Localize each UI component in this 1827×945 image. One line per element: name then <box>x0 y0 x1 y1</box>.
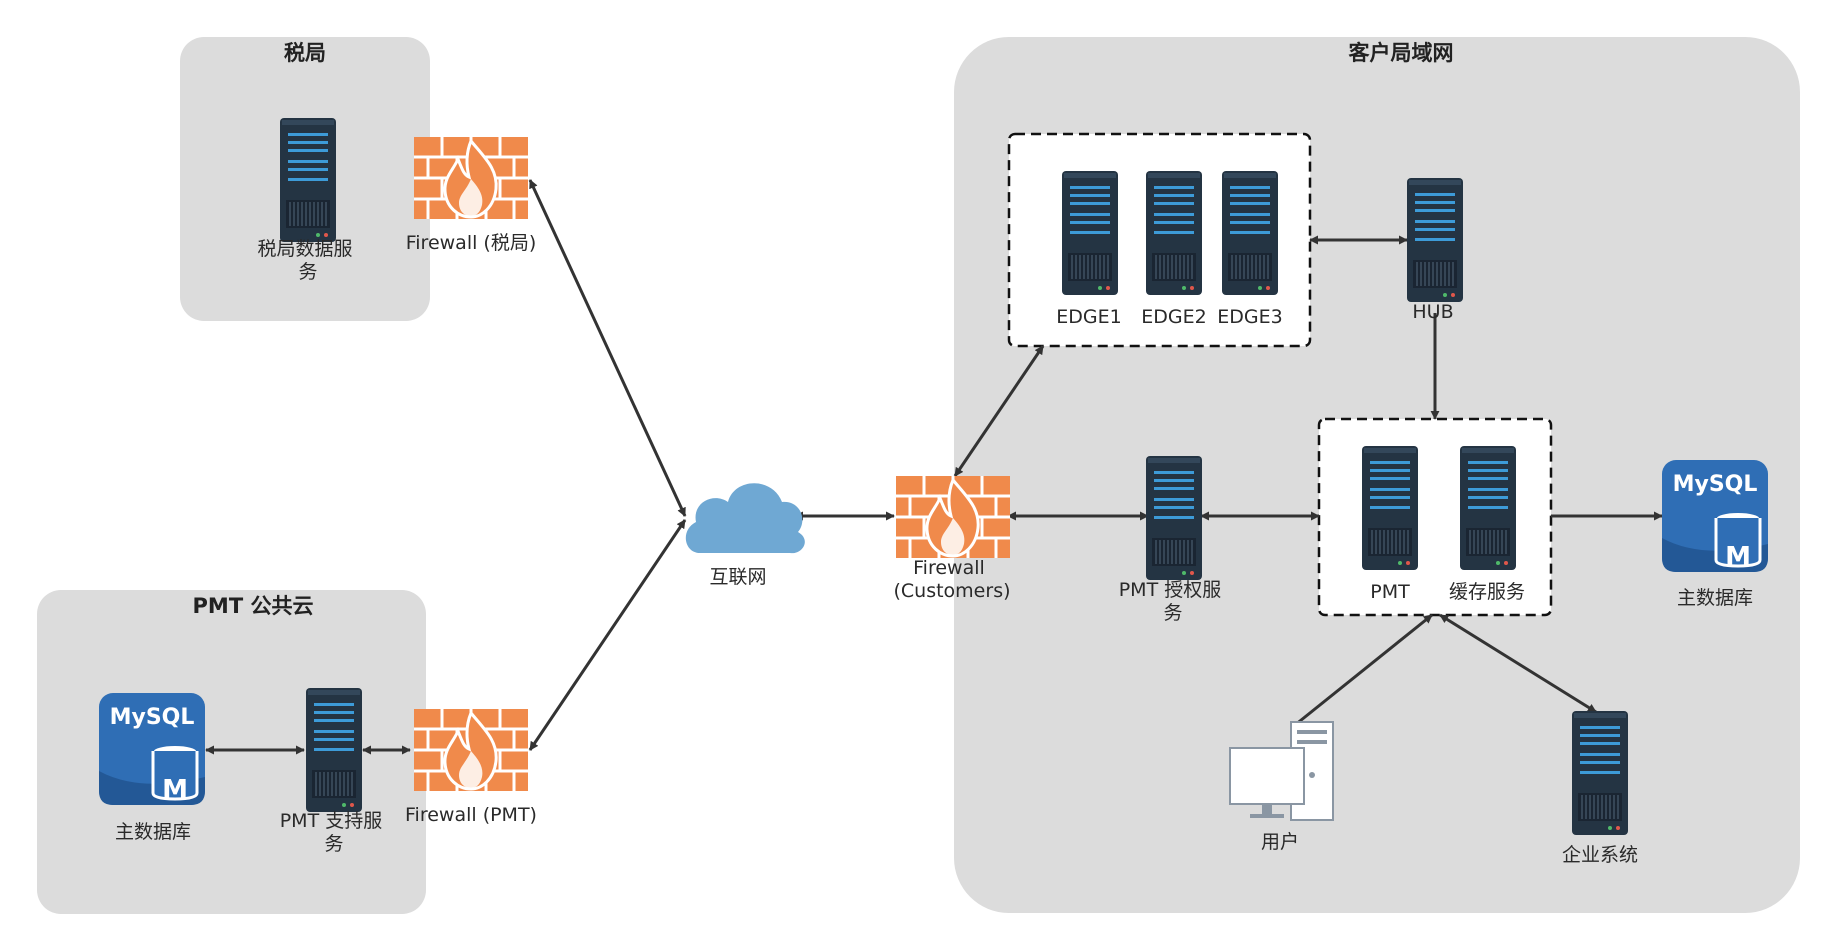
edge3-server-icon <box>1221 170 1279 296</box>
user-label: 用户 <box>1261 831 1299 853</box>
cloud-icon <box>685 483 805 554</box>
edge-user-pmt-cluster <box>1294 613 1433 727</box>
pmt-support-service-label: PMT 支持服 务 <box>280 810 389 855</box>
mysql-lan-label: 主数据库 <box>1677 587 1753 609</box>
hub-server-icon <box>1406 177 1464 303</box>
mysql-cloud-label: 主数据库 <box>115 821 191 843</box>
mysql-cloud-letter: M <box>162 775 188 805</box>
group-title-pmt-cloud: PMT 公共云 <box>193 594 314 618</box>
cache-server-icon <box>1459 445 1517 571</box>
firewall-pmt-icon <box>412 707 530 793</box>
pmt-support-server-icon <box>305 687 363 813</box>
edge-firewall-tax-internet <box>528 179 687 517</box>
edge1-label: EDGE1 <box>1056 306 1121 328</box>
mysql-lan-wordmark: MySQL <box>1673 472 1758 497</box>
tax-data-server-icon <box>279 117 337 243</box>
firewall-customers-icon <box>894 474 1012 560</box>
desktop-computer-icon <box>1229 721 1334 821</box>
firewall-tax-icon <box>412 135 530 221</box>
group-pmt-public-cloud: PMT 公共云 <box>37 590 426 914</box>
firewall-pmt-label: Firewall (PMT) <box>405 804 537 826</box>
hub-label: HUB <box>1412 301 1453 323</box>
pmt-server-icon <box>1361 445 1419 571</box>
enterprise-system-server-icon <box>1571 710 1629 836</box>
connections <box>205 179 1663 755</box>
mysql-cloud-wordmark: MySQL <box>110 705 195 730</box>
edge3-label: EDGE3 <box>1217 306 1282 328</box>
pmt-label: PMT <box>1370 581 1410 603</box>
mysql-lan-letter: M <box>1725 542 1751 572</box>
tax-data-service-label: 税局数据服 务 <box>257 238 358 283</box>
edge2-label: EDGE2 <box>1141 306 1206 328</box>
firewall-tax-label: Firewall (税局) <box>406 232 537 254</box>
pmt-auth-server-icon <box>1145 455 1203 581</box>
edge1-server-icon <box>1061 170 1119 296</box>
internet-label: 互联网 <box>709 566 766 588</box>
edge2-server-icon <box>1145 170 1203 296</box>
edge-firewall-customers-edge <box>953 345 1045 477</box>
edge-pmt-cluster-enterprise <box>1439 613 1597 714</box>
enterprise-system-label: 企业系统 <box>1562 844 1638 866</box>
group-title-tax-bureau: 税局 <box>284 41 326 65</box>
group-title-customer-lan: 客户局域网 <box>1349 41 1454 65</box>
pmt-auth-service-label: PMT 授权服 务 <box>1119 579 1228 624</box>
edge-firewall-pmt-internet <box>528 519 687 751</box>
firewall-customers-label: Firewall (Customers) <box>893 557 1010 602</box>
cache-service-label: 缓存服务 <box>1449 581 1525 603</box>
